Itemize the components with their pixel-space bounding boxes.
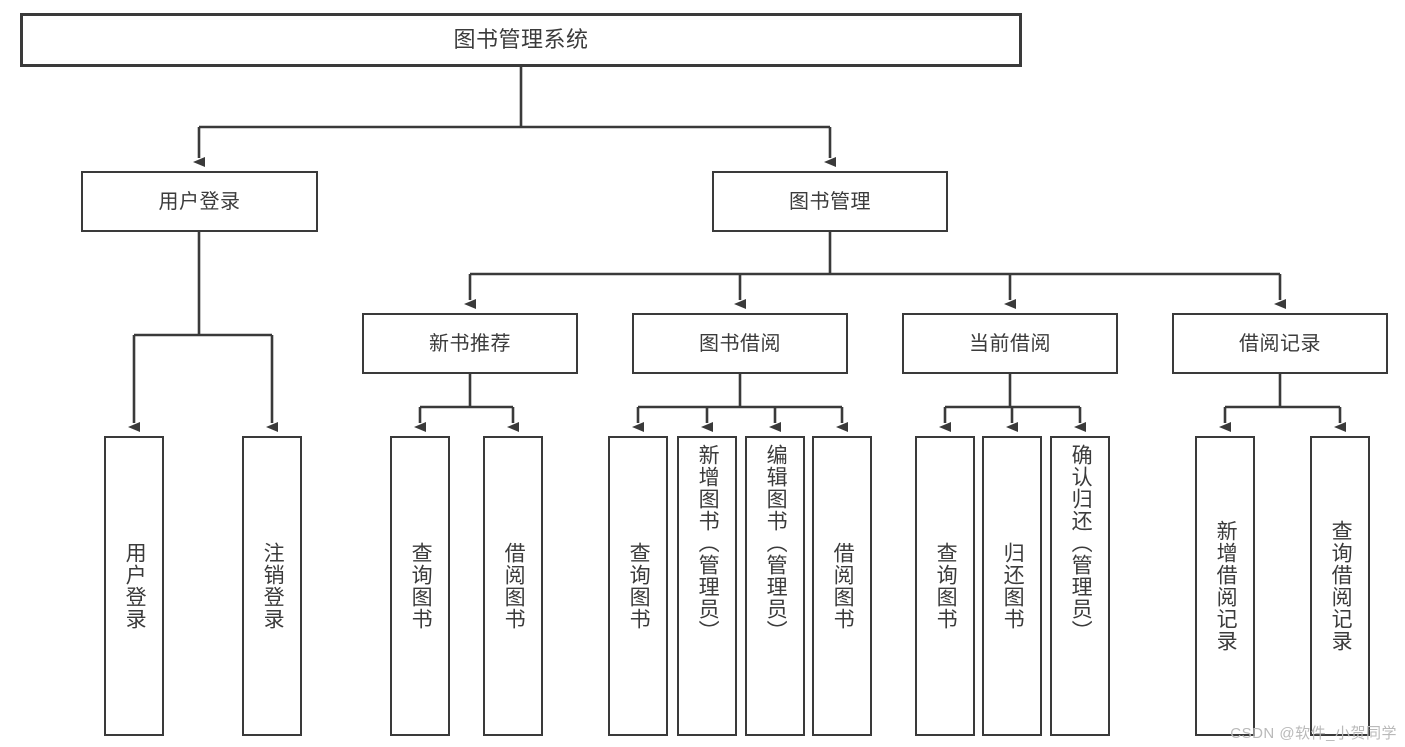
leaf-label: 借阅图书 <box>502 542 526 630</box>
leaf-label: 查询借阅记录 <box>1329 520 1353 652</box>
node-new-book-recommend[interactable]: 新书推荐 <box>362 313 578 374</box>
leaf-label: 编辑图书（管理员） <box>764 444 788 642</box>
node-book-borrow[interactable]: 图书借阅 <box>632 313 848 374</box>
leaf-label: 查询图书 <box>627 542 651 630</box>
leaf-label: 确认归还（管理员） <box>1069 444 1093 642</box>
leaf-book-borrow-add[interactable]: 新增图书（管理员） <box>677 436 737 736</box>
node-new-book-recommend-label: 新书推荐 <box>429 332 511 355</box>
leaf-borrow-record-query[interactable]: 查询借阅记录 <box>1310 436 1370 736</box>
node-current-borrow[interactable]: 当前借阅 <box>902 313 1118 374</box>
leaf-user-login-logout[interactable]: 注销登录 <box>242 436 302 736</box>
node-book-management[interactable]: 图书管理 <box>712 171 948 232</box>
leaf-new-book-query[interactable]: 查询图书 <box>390 436 450 736</box>
leaf-current-borrow-query[interactable]: 查询图书 <box>915 436 975 736</box>
leaf-label: 用户登录 <box>123 542 147 630</box>
node-book-borrow-label: 图书借阅 <box>699 332 781 355</box>
node-current-borrow-label: 当前借阅 <box>969 332 1051 355</box>
node-user-login[interactable]: 用户登录 <box>81 171 318 232</box>
leaf-label: 借阅图书 <box>831 542 855 630</box>
leaf-label: 新增借阅记录 <box>1214 520 1238 652</box>
leaf-label: 归还图书 <box>1001 542 1025 630</box>
leaf-label: 查询图书 <box>934 542 958 630</box>
leaf-label: 新增图书（管理员） <box>696 444 720 642</box>
leaf-book-borrow-query[interactable]: 查询图书 <box>608 436 668 736</box>
leaf-book-borrow-edit[interactable]: 编辑图书（管理员） <box>745 436 805 736</box>
leaf-book-borrow-borrow[interactable]: 借阅图书 <box>812 436 872 736</box>
leaf-new-book-borrow[interactable]: 借阅图书 <box>483 436 543 736</box>
leaf-current-borrow-return[interactable]: 归还图书 <box>982 436 1042 736</box>
leaf-label: 注销登录 <box>261 542 285 630</box>
node-root-label: 图书管理系统 <box>453 26 589 52</box>
node-borrow-record-label: 借阅记录 <box>1239 332 1321 355</box>
node-root[interactable]: 图书管理系统 <box>20 13 1022 67</box>
leaf-current-borrow-confirm-return[interactable]: 确认归还（管理员） <box>1050 436 1110 736</box>
node-borrow-record[interactable]: 借阅记录 <box>1172 313 1388 374</box>
watermark: CSDN @软件_小贺同学 <box>1230 725 1397 742</box>
leaf-label: 查询图书 <box>409 542 433 630</box>
node-user-login-label: 用户登录 <box>158 190 241 213</box>
leaf-borrow-record-add[interactable]: 新增借阅记录 <box>1195 436 1255 736</box>
leaf-user-login-login[interactable]: 用户登录 <box>104 436 164 736</box>
node-book-management-label: 图书管理 <box>789 190 871 213</box>
